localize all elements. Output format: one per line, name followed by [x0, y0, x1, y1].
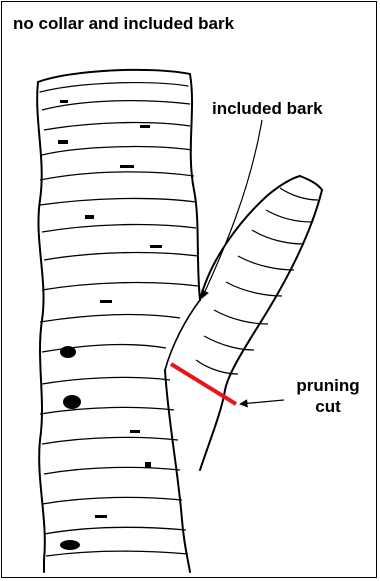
branch: [165, 176, 322, 470]
pruning-label-line2: cut: [288, 396, 368, 417]
trunk-bark-texture: [40, 101, 198, 556]
pruning-label-line1: pruning: [288, 375, 368, 396]
branch-bark-texture: [196, 188, 318, 374]
included-bark-label: included bark: [212, 98, 323, 119]
pruning-cut-label: pruning cut: [288, 375, 368, 417]
trunk-dark-marks: [58, 100, 162, 550]
pruning-cut-arrow: [240, 400, 284, 404]
